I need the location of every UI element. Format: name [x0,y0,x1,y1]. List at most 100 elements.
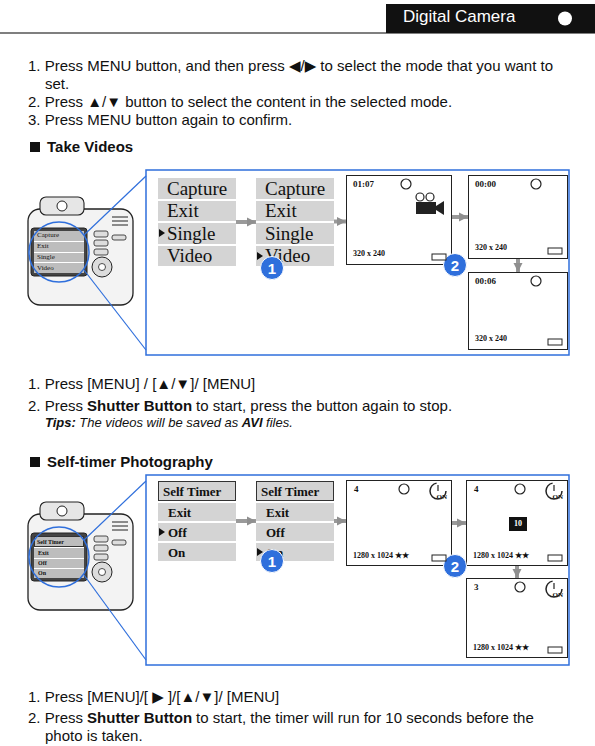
menu-row: Single [158,223,236,244]
menu-row: Exit [158,503,236,521]
menu-item: Single [167,224,216,243]
tip-text: Tips: [45,415,76,430]
mode-icon [531,276,541,286]
menu-item: Self Timer [163,485,221,498]
menu-item: Video [37,265,54,272]
section-bullet [30,457,40,467]
callout-number: 1 [260,549,284,573]
menu-item: Self Timer [37,539,64,545]
callout-text: 2 [451,258,459,273]
menu-item: Exit [37,243,49,250]
menu-item: Off [168,526,187,539]
menu-row: Capture [158,178,236,199]
text-block: 3. Press MENU button again to confirm. [28,111,576,129]
leader-line [84,481,146,540]
battery-icon [432,555,446,561]
menu-header: Self Timer [158,481,236,501]
instruction-text: 3. Press MENU button again to confirm. [28,111,292,128]
text-block: 2. Press ▲/▼ button to select the conten… [28,93,576,111]
timer-icon [430,483,446,499]
menu-item: Exit [265,201,297,220]
section-heading: Take Videos [47,138,133,155]
menu-item: Exit [167,201,199,220]
menu-row: Capture [256,178,334,199]
instruction-text: 1. Press [MENU]/[ ▶ ]/[▲/▼]/ [MENU] [28,688,279,705]
camera-illustration [28,197,133,305]
timer-icon [546,483,562,499]
mode-icon [401,179,411,189]
text-block: 1. Press [MENU]/[ ▶ ]/[▲/▼]/ [MENU] [28,688,279,706]
menu-row: Exit [256,503,334,521]
zoom-ring [29,527,89,587]
instruction-text: 1. Press [MENU] / [▲/▼]/ [MENU] [28,375,255,392]
screen-readout: 4 [474,485,479,494]
leader-line [84,575,146,660]
menu-item: Single [37,254,55,261]
menu-item: Exit [38,550,49,556]
camcorder-body [416,202,436,214]
lcd-screen: 00:06320 x 240 [468,272,568,350]
instruction-text: 1. Press MENU button, and then press ◀/▶… [28,57,553,92]
screen-readout: 3 [474,583,479,592]
text-block: 1. Press [MENU] / [▲/▼]/ [MENU] [28,375,255,393]
menu-row: Exit [256,201,334,222]
step-arrow [515,566,519,578]
text-block: Digital Camera [403,8,515,26]
lcd-screen: 01:07320 x 240 [346,175,452,265]
leader-line [84,270,146,350]
timer-hand [437,485,438,491]
menu-row: Off [34,559,84,568]
step-arrow [236,220,256,224]
menu-row: Exit [158,201,236,222]
battery-icon [548,248,562,254]
menu-item: On [38,570,46,576]
tip-text: The videos will be saved as [79,415,238,430]
countdown-number: 10 [509,517,527,531]
section-heading: Self-timer Photography [47,453,213,470]
menu-screen: CaptureExitSingleVideo [256,178,334,266]
screen-readout: 1280 x 1024 ★★ [353,552,409,560]
menu-row: Exit [34,242,84,252]
figure-frame [146,475,569,665]
camcorder-reel [416,193,424,201]
screen-readout: 1280 x 1024 ★★ [473,644,529,652]
text-block: 2. PressShutter Buttonto start, press th… [28,397,452,415]
menu-item: Self Timer [261,485,319,498]
menu-row: Single [256,223,334,244]
menu-row: Video [158,246,236,267]
mode-icon [399,484,409,494]
screen-readout: 4 [354,485,359,494]
section-bullet [30,142,40,152]
timer-hand [553,485,554,491]
step-arrow [516,259,520,272]
camera-screen: CaptureExitSingleVideo [34,231,84,273]
step-arrow [334,220,346,224]
timer-hand [553,583,554,589]
screen-readout: ON [553,592,564,599]
callout-number: 2 [443,554,467,578]
text-block: 1. Press MENU button, and then press ◀/▶… [28,57,576,93]
screen-readout: 00:00 [475,180,496,189]
camera-screen: Self TimerExitOffOn [34,536,84,578]
menu-screen: Self TimerExitOffOn [158,481,236,561]
menu-item: Off [38,560,47,566]
screen-readout: 320 x 240 [475,335,507,343]
callout-text: 1 [268,554,276,569]
lcd-screen: 00:00320 x 240 [468,175,568,259]
battery-icon [548,339,562,345]
camera-illustration [28,502,133,610]
selection-marker [257,252,263,260]
mode-icon [531,179,541,189]
callout-text: 1 [268,261,276,276]
screen-readout: 01:07 [353,180,374,189]
text-block: Self-timer Photography [47,453,213,471]
menu-item: Exit [266,506,289,519]
battery-icon [432,254,446,260]
callout-number: 1 [260,256,284,280]
menu-item: Single [265,224,314,243]
figure-frame [146,170,569,355]
lcd-screen: 4ON101280 x 1024 ★★ [466,480,568,566]
mode-icon [515,582,525,592]
